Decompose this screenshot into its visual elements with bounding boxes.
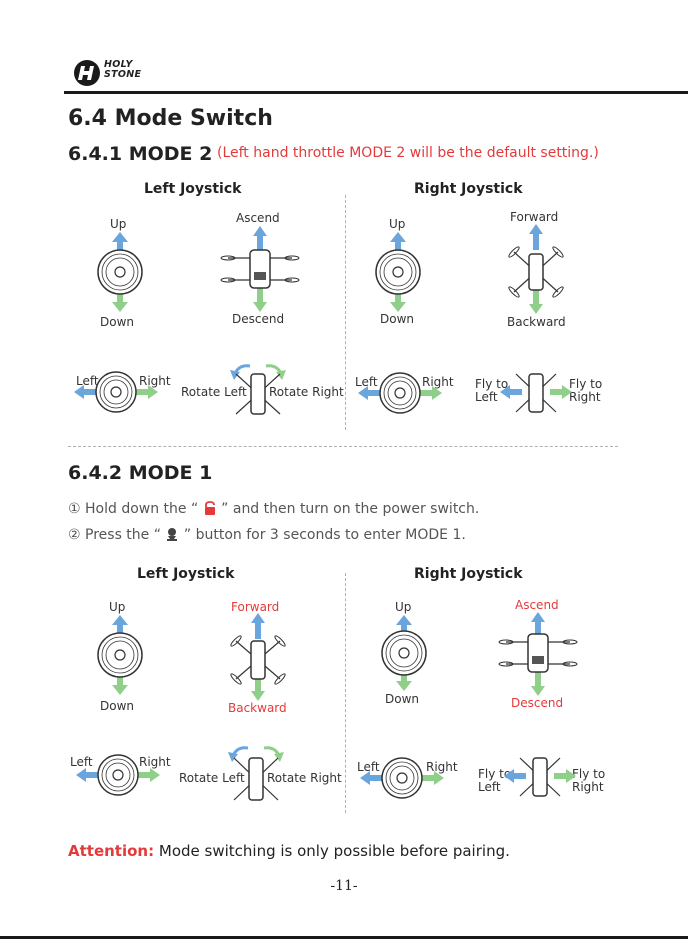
section-title: 6.4 Mode Switch [68, 106, 273, 131]
m1r-left: Left [357, 760, 380, 774]
header-rule [64, 91, 688, 94]
m1l-joystick-vertical [97, 615, 143, 695]
page-number: -11- [330, 878, 358, 894]
m1l-drone-forward-icon [230, 613, 286, 701]
m1r-joystick-vertical [381, 615, 427, 691]
m1r-drone-ascend-icon [498, 612, 578, 696]
mode1-step1: ① Hold down the “ ” and then turn on the… [68, 501, 479, 517]
m2r-up: Up [389, 217, 406, 231]
m1r-down: Down [385, 692, 420, 706]
m2r-down: Down [380, 312, 415, 326]
m2r-backward: Backward [507, 315, 566, 329]
attention-note: Attention: Mode switching is only possib… [68, 842, 510, 860]
m2l-drone-rotate-icon [230, 364, 286, 415]
attention-text: Mode switching is only possible before p… [158, 842, 510, 860]
mode1-right-heading: Right Joystick [414, 566, 523, 582]
m1l-backward: Backward [228, 701, 287, 715]
m2l-up: Up [110, 217, 127, 231]
m1l-rotate-left: Rotate Left [179, 771, 245, 785]
section-separator [68, 446, 618, 447]
m2l-rotate-left: Rotate Left [181, 385, 247, 399]
m2r-forward: Forward [510, 210, 559, 224]
step1-post: ” and then turn on the power switch. [221, 501, 480, 517]
mode2-title: 6.4.1 MODE 2 [68, 143, 213, 165]
m1l-up: Up [109, 600, 126, 614]
step1-pre: Hold down the “ [85, 501, 199, 517]
m1l-down: Down [100, 699, 135, 713]
m2r-joystick-vertical [375, 232, 421, 312]
m1r-descend: Descend [511, 696, 564, 710]
m1l-drone-rotate-icon [228, 746, 284, 801]
m1l-joystick-horizontal [76, 754, 160, 796]
m1r-fly-right-line1: Fly to [572, 767, 606, 781]
m2l-right: Right [139, 374, 171, 388]
m1r-up: Up [395, 600, 412, 614]
mode1-step2: ② Press the “ ” button for 3 seconds to … [68, 527, 466, 543]
mode2-note: (Left hand throttle MODE 2 will be the d… [217, 145, 599, 161]
step2-post: ” button for 3 seconds to enter MODE 1. [183, 527, 466, 543]
m1l-forward: Forward [231, 600, 280, 614]
m1r-right: Right [426, 760, 458, 774]
m1r-fly-left-line2: Left [478, 780, 501, 794]
unlock-icon [204, 501, 215, 515]
holy-stone-logo [74, 60, 100, 86]
m2l-drone-ascend-icon [220, 226, 300, 312]
m2r-fly-right-line2: Right [569, 390, 601, 404]
brand-line-2: STONE [104, 69, 142, 80]
m2l-ascend: Ascend [236, 211, 280, 225]
mode1-left-heading: Left Joystick [137, 566, 235, 582]
m1r-fly-left-line1: Fly to [478, 767, 512, 781]
m2r-drone-forward-icon [508, 224, 564, 314]
m2l-joystick-vertical [97, 232, 143, 312]
m2r-right: Right [422, 375, 454, 389]
brand-line-1: HOLY [104, 59, 133, 70]
m2r-left: Left [355, 375, 378, 389]
step2-number: ② [68, 527, 81, 543]
m2r-joystick-horizontal [358, 372, 442, 414]
m2l-down: Down [100, 315, 135, 329]
m2r-fly-left-line1: Fly to [475, 377, 509, 391]
m2l-descend: Descend [232, 312, 285, 326]
step1-number: ① [68, 501, 81, 517]
brand-name: HOLY STONE [104, 60, 141, 80]
mode2-left-heading: Left Joystick [144, 181, 242, 197]
m2r-fly-right-line1: Fly to [569, 377, 603, 391]
m1r-fly-right-line2: Right [572, 780, 604, 794]
footer-rule [0, 936, 688, 939]
m1r-drone-sideways-icon [504, 757, 576, 797]
m2l-left: Left [76, 374, 99, 388]
step2-pre: Press the “ [85, 527, 161, 543]
m1l-rotate-right: Rotate Right [267, 771, 342, 785]
mode2-right-heading: Right Joystick [414, 181, 523, 197]
m2l-rotate-right: Rotate Right [269, 385, 344, 399]
mode2-divider [345, 195, 346, 430]
m1r-ascend: Ascend [515, 598, 559, 612]
m2r-drone-sideways-icon [500, 373, 572, 413]
mode1-divider [345, 573, 346, 813]
attention-label: Attention: [68, 842, 155, 860]
mode-button-icon [167, 528, 178, 541]
m2l-joystick-horizontal [74, 371, 158, 413]
m2r-fly-left-line2: Left [475, 390, 498, 404]
mode1-title: 6.4.2 MODE 1 [68, 462, 213, 484]
m1l-left: Left [70, 755, 93, 769]
m1l-right: Right [139, 755, 171, 769]
m1r-joystick-horizontal [360, 757, 444, 799]
